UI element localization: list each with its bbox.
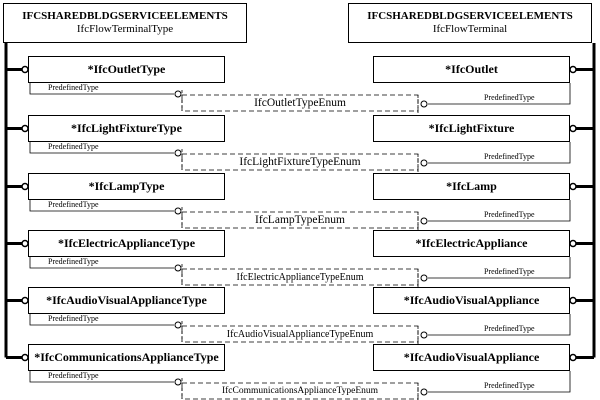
attribute-circle-right — [420, 274, 428, 282]
attribute-label-left: PredefinedType — [48, 83, 99, 92]
attribute-line-left — [29, 371, 174, 383]
enum-label: IfcElectricApplianceTypeEnum — [236, 272, 364, 283]
attribute-circle-right — [420, 100, 428, 108]
attribute-circle-left — [174, 90, 182, 98]
attribute-line-left — [29, 257, 174, 269]
enum-label: IfcAudioVisualApplianceTypeEnum — [226, 329, 374, 340]
attribute-circle-right — [420, 159, 428, 167]
inheritance-circle-right — [569, 65, 577, 74]
occurrence-entity-box: *IfcAudioVisualAppliance — [373, 344, 570, 371]
attribute-label-left: PredefinedType — [48, 257, 99, 266]
inheritance-circle-right — [569, 353, 577, 362]
attribute-circle-right — [420, 331, 428, 339]
attribute-label-right: PredefinedType — [484, 381, 535, 390]
attribute-label-left: PredefinedType — [48, 314, 99, 323]
attribute-circle-left — [174, 378, 182, 386]
type-entity-box: *IfcLightFixtureType — [28, 115, 225, 142]
attribute-line-right — [428, 257, 571, 279]
type-entity-box: *IfcCommunicationsApplianceType — [28, 344, 225, 371]
attribute-line-right — [428, 314, 571, 336]
attribute-circle-left — [174, 321, 182, 329]
occurrence-entity-box: *IfcLamp — [373, 173, 570, 200]
header-left-schema: IFCSHAREDBLDGSERVICEELEMENTS — [22, 10, 228, 22]
attribute-line-right — [428, 371, 571, 393]
attribute-label-right: PredefinedType — [484, 152, 535, 161]
occurrence-entity-box: *IfcAudioVisualAppliance — [373, 287, 570, 314]
attribute-line-right — [428, 83, 571, 105]
attribute-circle-right — [420, 217, 428, 225]
type-entity-box: *IfcLampType — [28, 173, 225, 200]
attribute-circle-left — [174, 264, 182, 272]
attribute-circle-left — [174, 149, 182, 157]
attribute-line-left — [29, 142, 174, 154]
attribute-label-left: PredefinedType — [48, 371, 99, 380]
attribute-line-right — [428, 142, 571, 164]
header-left-box: IFCSHAREDBLDGSERVICEELEMENTS IfcFlowTerm… — [3, 3, 247, 43]
inheritance-circle-right — [569, 239, 577, 248]
occurrence-entity-box: *IfcOutlet — [373, 56, 570, 83]
type-entity-box: *IfcAudioVisualApplianceType — [28, 287, 225, 314]
inheritance-circle-right — [569, 296, 577, 305]
enum-label: IfcCommunicationsApplianceTypeEnum — [221, 386, 379, 396]
occurrence-entity-box: *IfcLightFixture — [373, 115, 570, 142]
attribute-line-left — [29, 314, 174, 326]
header-right-box: IFCSHAREDBLDGSERVICEELEMENTS IfcFlowTerm… — [348, 3, 592, 43]
attribute-label-right: PredefinedType — [484, 324, 535, 333]
enum-label: IfcLightFixtureTypeEnum — [239, 156, 361, 168]
attribute-circle-left — [174, 207, 182, 215]
header-right-entity: IfcFlowTerminal — [432, 23, 508, 35]
type-entity-box: *IfcOutletType — [28, 56, 225, 83]
attribute-label-left: PredefinedType — [48, 200, 99, 209]
attribute-circle-right — [420, 388, 428, 396]
attribute-label-right: PredefinedType — [484, 267, 535, 276]
header-left-entity: IfcFlowTerminalType — [76, 23, 174, 35]
header-right-schema: IFCSHAREDBLDGSERVICEELEMENTS — [367, 10, 573, 22]
enum-label: IfcLampTypeEnum — [255, 214, 345, 226]
attribute-label-right: PredefinedType — [484, 210, 535, 219]
attribute-label-right: PredefinedType — [484, 93, 535, 102]
inheritance-circle-right — [569, 124, 577, 133]
occurrence-entity-box: *IfcElectricAppliance — [373, 230, 570, 257]
enum-label: IfcOutletTypeEnum — [254, 97, 346, 109]
type-entity-box: *IfcElectricApplianceType — [28, 230, 225, 257]
attribute-line-right — [428, 200, 571, 222]
attribute-line-left — [29, 200, 174, 212]
attribute-label-left: PredefinedType — [48, 142, 99, 151]
inheritance-circle-right — [569, 182, 577, 191]
attribute-line-left — [29, 83, 174, 95]
